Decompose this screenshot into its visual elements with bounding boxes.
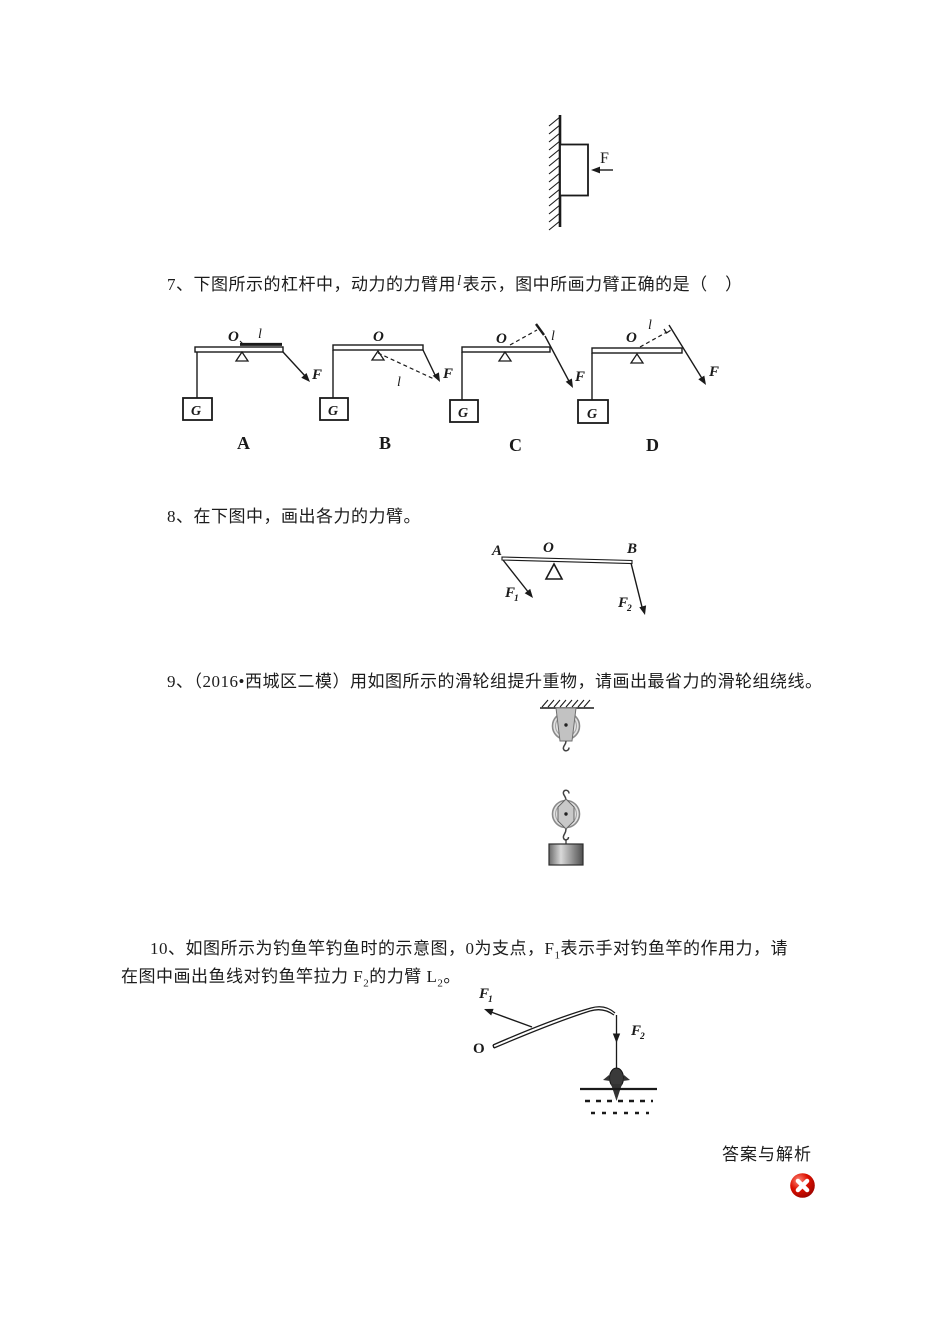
option-letter-b: B [379, 433, 391, 453]
weight-block [548, 843, 584, 866]
hook-icon [562, 740, 570, 752]
figure-lever-options: O l F G A O l F G B O l F G C [182, 318, 719, 455]
wall-hatching [548, 116, 561, 231]
answers-section-title: 答案与解析 [722, 1145, 812, 1164]
hook-icon [562, 789, 570, 801]
force-label: F [311, 367, 322, 383]
question-7-text: 7、下图所示的杠杆中，动力的力臂用l表示，图中所画力臂正确的是（ ） [167, 270, 743, 295]
force-f2-subscript: 2 [626, 604, 632, 614]
question-8-text: 8、在下图中，画出各力的力臂。 [167, 507, 421, 526]
rod [492, 1006, 616, 1049]
lever-diagram-d: O l F G D [577, 318, 719, 455]
error-x-icon[interactable] [789, 1172, 816, 1199]
fish [603, 1067, 630, 1101]
q10-line1-suffix: 表示手对钓鱼竿的作用力，请 [560, 939, 788, 958]
lever-diagram-a: O l F G A [182, 327, 322, 453]
lever-diagram-b: O l F G B [319, 329, 453, 453]
figure-block-on-wall: F [548, 115, 613, 231]
option-letter-c: C [509, 435, 522, 455]
q10-line2-prefix: 在图中画出鱼线对钓鱼竿拉力 F [121, 967, 364, 986]
point-b-label: B [626, 541, 637, 557]
q7-text-prefix: 7、下图所示的杠杆中，动力的力臂用 [167, 275, 456, 294]
hook-icon [562, 828, 570, 841]
movable-pulley [551, 789, 581, 844]
arm-label: l [551, 329, 555, 344]
weight-label: G [458, 406, 468, 421]
force-f2-arrow [630, 562, 647, 615]
force-label: F [442, 366, 453, 382]
q7-arm-symbol: l [457, 273, 462, 289]
q10-line1-prefix: 10、如图所示为钓鱼竿钓鱼时的示意图，0为支点，F [150, 939, 555, 958]
force-f1-subscript: 1 [514, 594, 519, 604]
option-letter-a: A [237, 433, 250, 453]
force-f1-subscript: 1 [488, 995, 493, 1005]
force-f1-label: F [478, 986, 489, 1002]
force-f2-label: F [630, 1023, 641, 1039]
option-letter-d: D [646, 435, 659, 455]
question-9-text: 9、（2016•西城区二模）用如图所示的滑轮组提升重物，请画出最省力的滑轮组绕线… [167, 672, 823, 691]
force-arrow [591, 166, 613, 174]
fulcrum-triangle [544, 562, 564, 580]
q10-f2-subscript: 2 [363, 977, 370, 990]
fulcrum-label: O [496, 331, 507, 347]
q10-line2-mid: 的力臂 L [369, 967, 438, 986]
fulcrum-label: O [626, 330, 637, 346]
fulcrum-label: O [228, 329, 239, 345]
fixed-pulley [551, 707, 581, 752]
arm-label: l [397, 375, 401, 390]
q10-f1-subscript: 1 [554, 949, 561, 962]
fulcrum-label: O [373, 329, 384, 345]
block [559, 143, 589, 197]
question-10-text-line2: 在图中画出鱼线对钓鱼竿拉力 F2的力臂 L2。 [121, 962, 461, 990]
force-label: F [708, 364, 719, 380]
q10-l2-subscript: 2 [437, 977, 444, 990]
arm-label: l [258, 327, 262, 342]
question-10-text-line1: 10、如图所示为钓鱼竿钓鱼时的示意图，0为支点，F1表示手对钓鱼竿的作用力，请 [150, 934, 788, 962]
lever-diagram-c: O l F G C [449, 323, 585, 455]
fishing-line [612, 1015, 621, 1069]
ceiling-hatching [541, 699, 591, 708]
arm-label: l [648, 318, 652, 333]
figure-lever-q8: A O B F 1 F 2 [491, 540, 647, 615]
force-f1-arrow [484, 1008, 533, 1028]
fulcrum-label: O [543, 540, 554, 556]
q10-line2-end: 。 [443, 967, 461, 986]
weight-label: G [191, 404, 201, 419]
fulcrum-label: O [473, 1041, 485, 1057]
figure-fishing-rod: F 1 O F 2 [473, 986, 657, 1115]
lever-bar [501, 556, 633, 565]
force-f2-subscript: 2 [639, 1032, 645, 1042]
weight-label: G [328, 404, 338, 419]
force-f1-label: F [504, 585, 515, 601]
point-a-label: A [491, 543, 502, 559]
q7-text-suffix: 表示，图中所画力臂正确的是（ ） [462, 275, 743, 294]
force-label: F [600, 150, 609, 167]
force-f1-arrow [502, 559, 533, 598]
force-f2-label: F [617, 595, 628, 611]
figure-pulley-system [540, 699, 594, 866]
weight-label: G [587, 407, 597, 422]
force-label: F [574, 369, 585, 385]
